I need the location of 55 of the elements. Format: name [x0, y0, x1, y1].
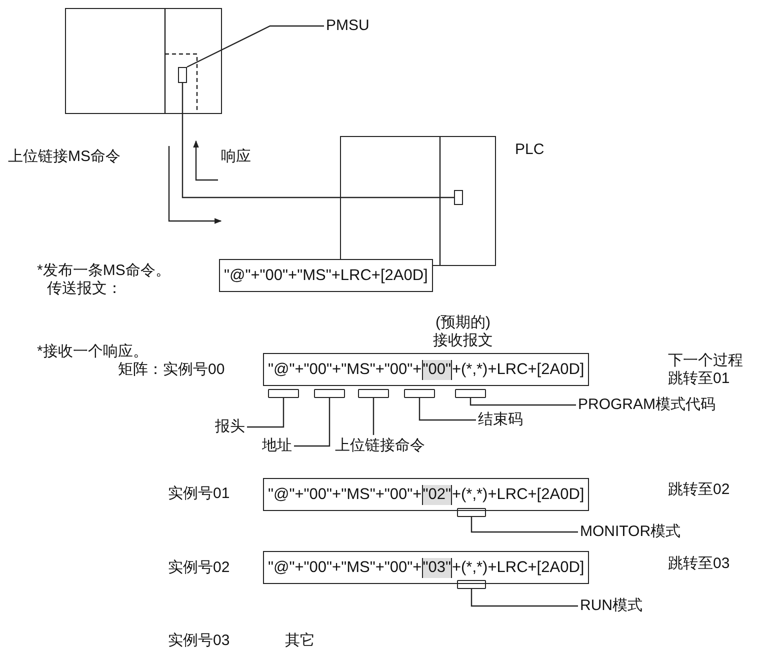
- part-label: PROGRAM模式代码: [578, 396, 716, 414]
- leader-line: [470, 517, 578, 533]
- leader-line: [470, 398, 576, 406]
- segment-bracket: [358, 389, 389, 398]
- case-label: 实例号01: [168, 485, 230, 503]
- message-text: "@"+"00"+"MS"+"00"+: [268, 360, 422, 380]
- highlighted-code: "03": [422, 558, 452, 578]
- segment-bracket: [455, 389, 486, 398]
- connector-port: [178, 67, 187, 83]
- arrow-label: 响应: [221, 148, 251, 166]
- arrow-label: 上位链接MS命令: [8, 148, 120, 166]
- part-label: MONITOR模式: [580, 523, 681, 541]
- case-label: 实例号03: [168, 632, 230, 650]
- unit-label: PLC: [515, 141, 544, 159]
- leader-line: [247, 398, 284, 428]
- note-text: 其它: [285, 632, 315, 650]
- connector-port: [454, 190, 463, 205]
- unit-label: PMSU: [326, 17, 370, 35]
- segment-bracket: [404, 389, 435, 398]
- message-box: [219, 259, 433, 292]
- highlighted-code: "00": [422, 360, 452, 380]
- message-text: +(*,*)+LRC+[2A0D]: [452, 360, 584, 380]
- unit-box: [65, 8, 222, 114]
- note-text: *发布一条MS命令。传送报文：: [37, 262, 172, 298]
- part-label: 结束码: [478, 411, 523, 429]
- segment-bracket: [268, 389, 299, 398]
- segment-bracket: [457, 508, 486, 517]
- leader-line: [186, 25, 324, 68]
- jump-note: 下一个过程跳转至01: [668, 352, 744, 388]
- leader-line: [294, 398, 330, 447]
- part-label: 地址: [262, 437, 292, 455]
- message-text: "@"+"00"+"MS"+"00"+: [268, 485, 422, 505]
- message-text: +(*,*)+LRC+[2A0D]: [452, 558, 584, 578]
- message-box: [263, 478, 590, 511]
- jump-note: 跳转至03: [668, 555, 730, 573]
- segment-bracket: [314, 389, 345, 398]
- message-text: "@"+"00"+"MS"+"00"+: [268, 558, 422, 578]
- message-text: "@"+"00"+"MS"+LRC+[2A0D]: [224, 266, 428, 286]
- cable-line: [182, 83, 454, 198]
- highlighted-code: "02": [422, 485, 452, 505]
- message-text: +(*,*)+LRC+[2A0D]: [452, 485, 584, 505]
- leader-line: [470, 589, 578, 607]
- leader-line: [418, 398, 476, 421]
- note-text: *接收一个响应。: [37, 343, 148, 361]
- case-label: 矩阵：实例号00: [118, 361, 225, 379]
- part-label: 报头: [215, 418, 245, 436]
- part-label: 上位链接命令: [335, 437, 425, 455]
- heading-label: (预期的)接收报文: [432, 314, 494, 350]
- leader-line: [372, 398, 374, 435]
- jump-note: 跳转至02: [668, 481, 730, 499]
- message-box: [263, 353, 590, 386]
- case-label: 实例号02: [168, 559, 230, 577]
- part-label: RUN模式: [580, 597, 642, 615]
- message-box: [263, 551, 590, 584]
- segment-bracket: [457, 580, 486, 589]
